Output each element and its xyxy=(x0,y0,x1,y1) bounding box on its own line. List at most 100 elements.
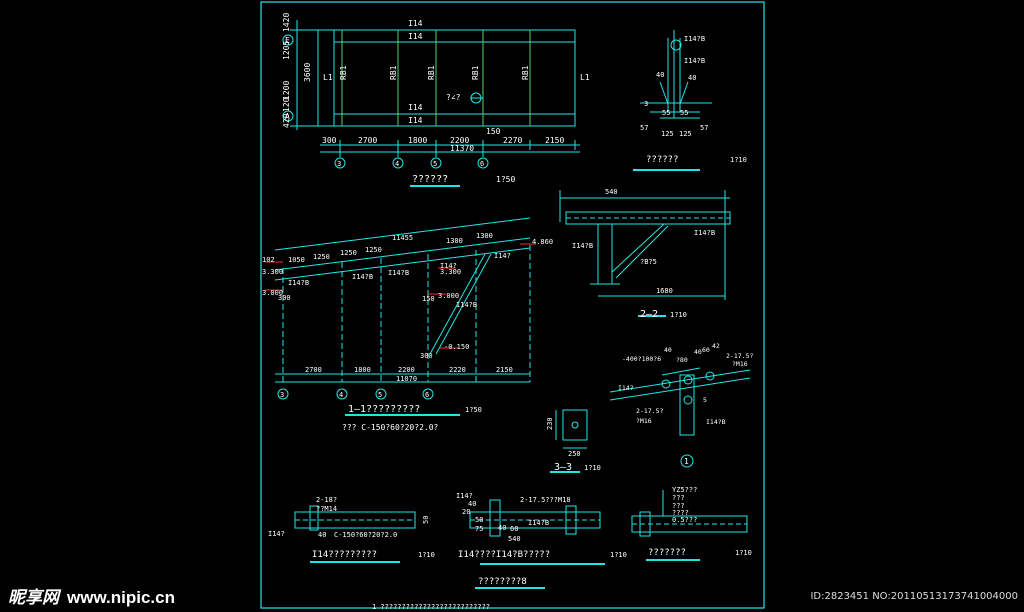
col-detail-dim: 40 xyxy=(688,74,696,82)
node-label: 40 xyxy=(694,348,702,356)
beam-label: RB1 xyxy=(389,65,398,80)
plan-dim: 2270 xyxy=(503,136,522,145)
node-label: 5 xyxy=(703,396,707,404)
node-label: -400?100?6 xyxy=(622,355,661,363)
elev-dim: 2220 xyxy=(449,366,466,374)
roof-plan xyxy=(282,20,580,187)
elev-member: I14?B xyxy=(288,279,309,287)
node-label: I14? xyxy=(618,384,634,392)
plan-left-dim: 1205 xyxy=(282,41,291,60)
node-label: 60 xyxy=(702,346,710,354)
plan-left-dim: 420 xyxy=(282,113,291,128)
axis-3: 3 xyxy=(337,160,341,168)
col-detail-dim: 3 xyxy=(644,100,648,108)
b2-dim: 75 xyxy=(475,525,483,533)
beam-label: RB1 xyxy=(521,65,530,80)
elev-scale: 1?50 xyxy=(465,406,482,414)
bottom-center-title: ????????8 xyxy=(478,577,527,587)
node-label: 42 xyxy=(712,342,720,350)
node-label: I14?B xyxy=(706,418,726,426)
b3-label: ???? xyxy=(672,509,689,517)
elev-dim: 1300 xyxy=(476,232,493,240)
b3-label: YZ5??? xyxy=(672,486,697,494)
elevation-1-1 xyxy=(274,217,531,416)
b3-scale: 1?10 xyxy=(735,549,752,557)
elev-small: 300 xyxy=(420,352,433,360)
plan-dim: 2200 xyxy=(450,136,469,145)
plan-left-dim: 120 xyxy=(282,97,291,112)
plan-side-left: L1 xyxy=(323,73,333,82)
axis-3: 3 xyxy=(280,391,284,399)
elev-small: 300 xyxy=(278,294,291,302)
node-label: 2-17.5? xyxy=(636,407,663,415)
plan-title: ?????? xyxy=(412,174,448,185)
elev-small: 150 xyxy=(422,295,435,303)
footer-note: 1 ?????????????????????????? xyxy=(372,603,490,611)
b1-label: ??M14 xyxy=(316,505,337,513)
watermark-brand: 昵享网 xyxy=(8,588,59,607)
s22-dim: 540 xyxy=(605,188,618,196)
plan-outline xyxy=(333,29,576,127)
s22-label: I14?B xyxy=(694,229,715,237)
node-label: ?M16 xyxy=(636,417,652,425)
b1-dim: 50 xyxy=(422,516,430,524)
elev-level: 3.000 xyxy=(438,292,459,300)
b2-dim: 40 xyxy=(468,500,476,508)
b2-dim: 60 xyxy=(510,525,518,533)
elev-dim: 1800 xyxy=(354,366,371,374)
col-detail-dim: 125 xyxy=(661,130,674,138)
s33-dim: 250 xyxy=(568,450,581,458)
beam-label: RB1 xyxy=(427,65,436,80)
plan-member-label: I14 xyxy=(408,116,423,125)
b2-scale: 1?10 xyxy=(610,551,627,559)
node-label: ?80 xyxy=(676,356,688,364)
s33-dim: 230 xyxy=(546,417,554,430)
elev-level: 4.860 xyxy=(532,238,553,246)
node-label: ?M16 xyxy=(732,360,748,368)
b2-dim: 50 xyxy=(475,516,483,524)
s22-dim: 1680 xyxy=(656,287,673,295)
bottom-details xyxy=(294,490,748,589)
b1-scale: 1?10 xyxy=(418,551,435,559)
elev-member: I14?B xyxy=(352,273,373,281)
b2-dim: 40 xyxy=(498,524,506,532)
axis-4: 4 xyxy=(395,160,399,168)
col-detail-label: I14?B xyxy=(684,35,705,43)
b3-title: ??????? xyxy=(648,548,686,558)
b2-label: 2-17.5???M18 xyxy=(520,496,571,504)
elev-member: I14? xyxy=(440,262,457,270)
plan-total: 11370 xyxy=(450,144,474,153)
drawing-frame xyxy=(260,1,765,609)
elev-dim: 102 xyxy=(262,256,275,264)
col-detail-scale: 1?10 xyxy=(730,156,747,164)
s22-label: I14?B xyxy=(572,242,593,250)
axis-5: 5 xyxy=(378,391,382,399)
elev-dim: 1050 xyxy=(288,256,305,264)
axis-4: 4 xyxy=(339,391,343,399)
section-3-3 xyxy=(550,409,588,473)
axis-label-e: E xyxy=(285,36,290,45)
plan-member-label: I14 xyxy=(408,32,423,41)
col-detail-title: ?????? xyxy=(646,155,679,165)
b1-label: 2-18? xyxy=(316,496,337,504)
elev-total: 11070 xyxy=(396,375,417,383)
node-label: 40 xyxy=(664,346,672,354)
col-detail-dim: 55 xyxy=(680,109,688,117)
s22-title: 2—2 xyxy=(640,309,658,320)
plan-top-label: I14 xyxy=(408,19,423,28)
elev-level: 3.300 xyxy=(440,268,461,276)
axis-6: 6 xyxy=(425,391,429,399)
column-detail xyxy=(633,30,712,171)
axis-5: 5 xyxy=(433,160,437,168)
section-2-2 xyxy=(559,190,731,317)
elev-member: I14? xyxy=(494,252,511,260)
plan-member-label: I14 xyxy=(408,103,423,112)
elev-dim: 1250 xyxy=(365,246,382,254)
plan-dim: 300 xyxy=(322,136,337,145)
b1-label: C-150?60?20?2.0 xyxy=(334,531,397,539)
b2-title: I14????I14?B????? xyxy=(458,550,550,560)
elev-note: ??? C-150?60?20?2.0? xyxy=(342,423,439,432)
elev-level: -0.150 xyxy=(444,343,469,351)
elev-dim: 2700 xyxy=(305,366,322,374)
